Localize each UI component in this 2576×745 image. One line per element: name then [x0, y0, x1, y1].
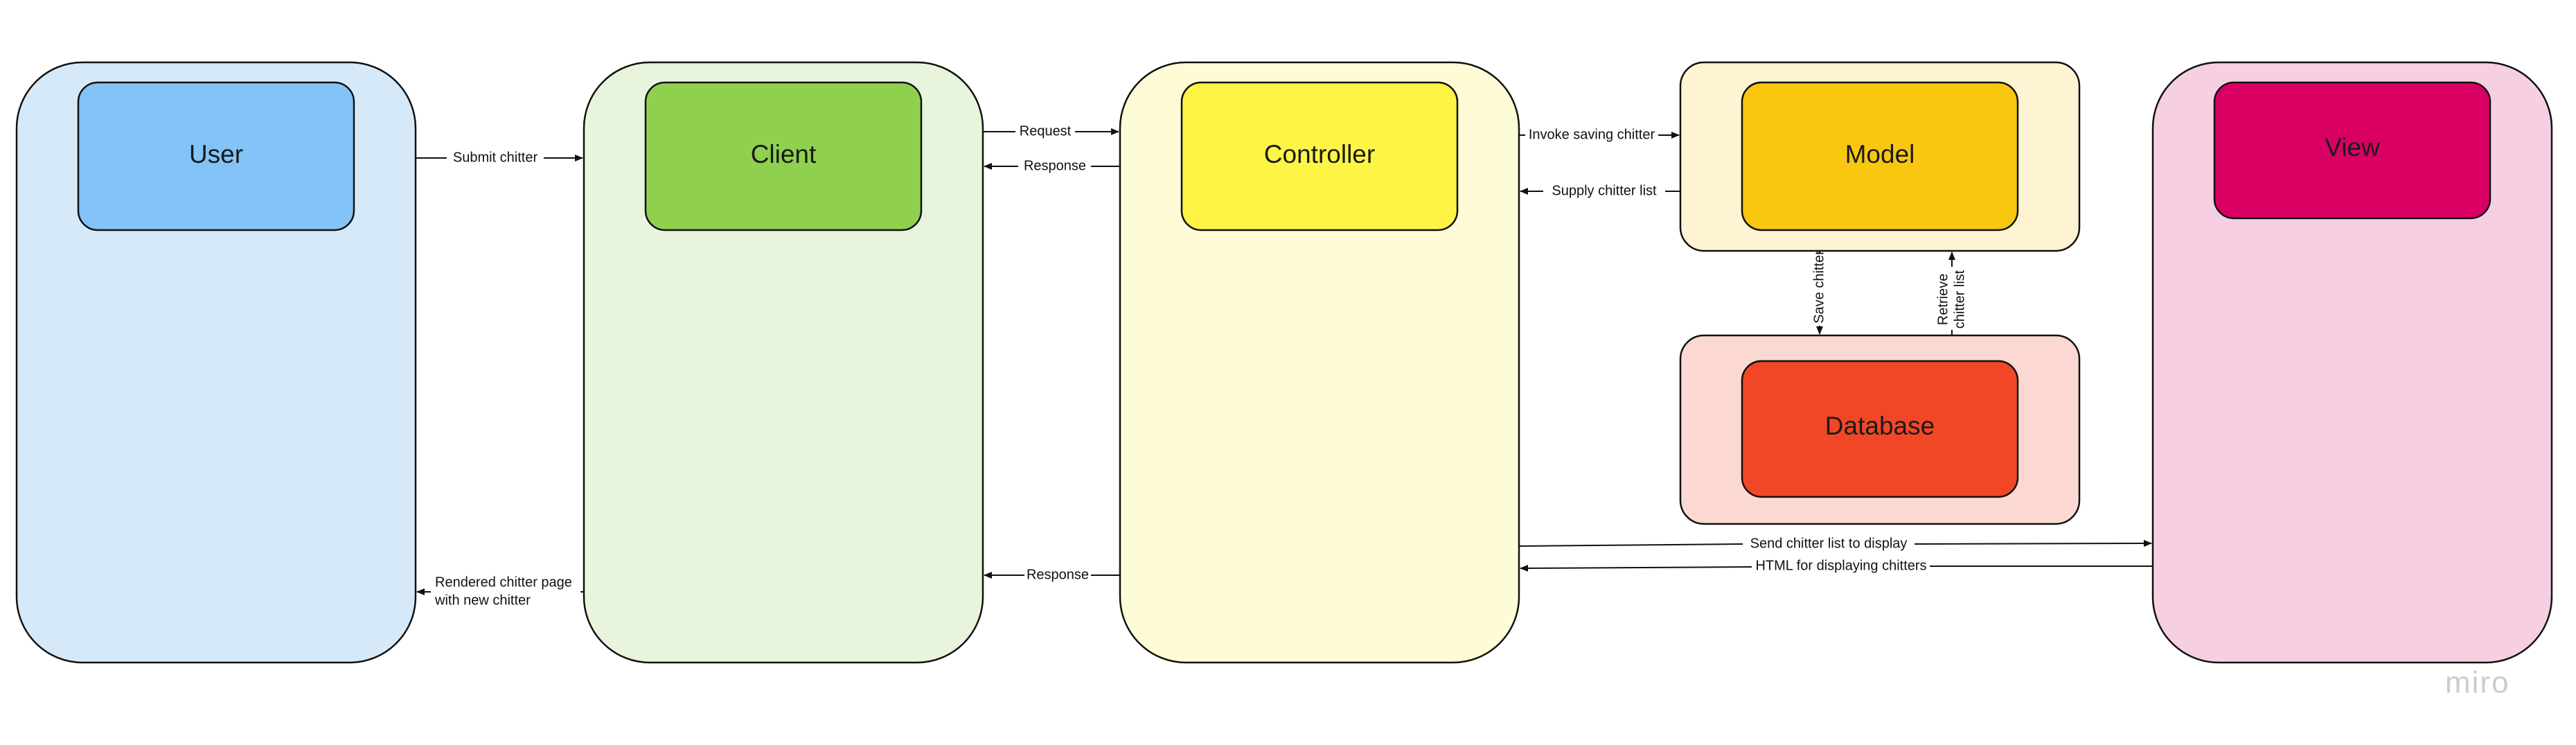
edge-request: Request: [983, 123, 1119, 139]
response-top-label: Response: [1024, 158, 1086, 173]
html-display-arrow-2: [1520, 564, 1752, 572]
client-node: Client: [583, 61, 984, 664]
edge-send-list: Send chitter list to display: [1518, 536, 2152, 551]
user-box: [77, 81, 355, 231]
database-label: Database: [1825, 412, 1935, 440]
retrieve-list-label-line1: Retrieve: [1935, 274, 1951, 325]
database-box: [1741, 360, 2019, 498]
edge-invoke-saving: Invoke saving chitter: [1519, 127, 1680, 142]
user-label: User: [189, 140, 243, 168]
submit-chitter-label: Submit chitter: [453, 150, 538, 165]
retrieve-list-label-line2: chitter list: [1952, 270, 1967, 328]
controller-node: Controller: [1119, 61, 1520, 664]
rendered-page-label-line2: with new chitter: [434, 593, 531, 608]
database-node: Database: [1679, 334, 2081, 525]
edge-supply-list: Supply chitter list: [1520, 183, 1680, 198]
edge-response-top: Response: [984, 158, 1120, 173]
edge-response-bottom: Response: [984, 567, 1120, 582]
response-bottom-label: Response: [1027, 567, 1089, 582]
edge-retrieve-list: Retrieve chitter list: [1935, 252, 1967, 335]
model-box: [1741, 81, 2019, 231]
edge-rendered-page: Rendered chitter page with new chitter: [416, 575, 584, 608]
save-chitter-label: Save chitter: [1811, 250, 1827, 324]
controller-label: Controller: [1264, 140, 1375, 168]
send-list-arrow-2: [1914, 540, 2152, 547]
model-label: Model: [1845, 140, 1915, 168]
send-list-label: Send chitter list to display: [1750, 536, 1908, 551]
send-list-arrow: [1518, 543, 1743, 547]
client-box: [644, 81, 923, 231]
edge-save-chitter: Save chitter: [1811, 250, 1827, 335]
miro-watermark: miro: [2445, 666, 2510, 700]
html-display-label: HTML for displaying chitters: [1755, 558, 1926, 573]
invoke-saving-label: Invoke saving chitter: [1529, 127, 1655, 142]
request-label: Request: [1020, 123, 1072, 139]
controller-box: [1180, 81, 1459, 231]
user-node: User: [15, 61, 417, 664]
model-node: Model: [1679, 61, 2081, 252]
edge-submit-chitter: Submit chitter: [416, 150, 583, 165]
view-node: View: [2151, 61, 2553, 664]
view-label: View: [2325, 133, 2380, 161]
client-label: Client: [751, 140, 817, 168]
view-box: [2213, 81, 2491, 220]
rendered-page-label-line1: Rendered chitter page: [435, 575, 572, 590]
edge-html-display: HTML for displaying chitters: [1520, 558, 2153, 573]
supply-list-label: Supply chitter list: [1552, 183, 1657, 198]
